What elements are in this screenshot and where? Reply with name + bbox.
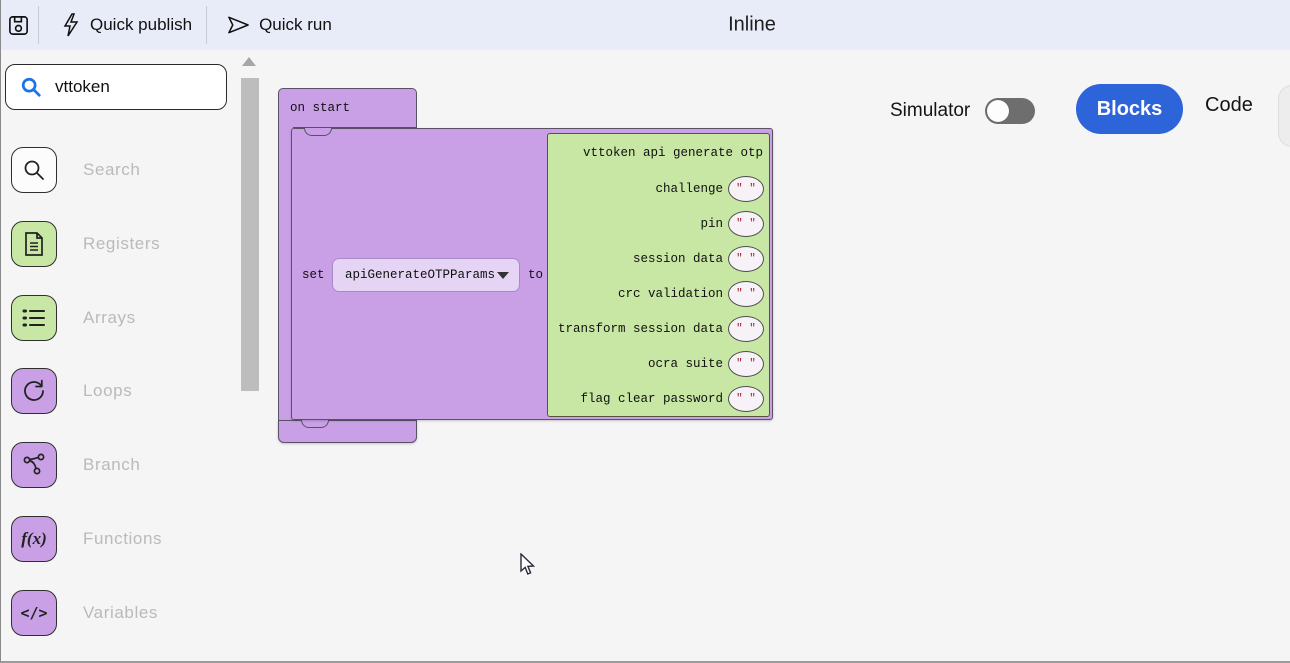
search-icon <box>20 76 42 98</box>
simulator-label: Simulator <box>890 100 971 121</box>
param-label: flag clear password <box>580 391 723 406</box>
page-title: Inline <box>728 13 776 36</box>
sidebar-item-search[interactable]: Search <box>11 147 231 193</box>
toggle-knob <box>987 100 1009 122</box>
set-variable-block[interactable]: set apiGenerateOTPParams to vttoken api … <box>291 128 773 420</box>
sidebar-item-arrays[interactable]: Arrays <box>11 295 231 341</box>
quick-publish-button[interactable]: Quick publish <box>39 5 206 45</box>
on-start-block[interactable]: on start <box>278 88 417 128</box>
sidebar-item-label: Branch <box>83 455 141 474</box>
code-view-button[interactable]: Code <box>1205 94 1253 116</box>
function-icon: f(x) <box>11 516 57 562</box>
vttoken-api-generate-otp-block[interactable]: vttoken api generate otp challenge " " p… <box>547 133 770 417</box>
chevron-down-icon <box>497 271 509 279</box>
sidebar-item-loops[interactable]: Loops <box>11 368 231 414</box>
blocks-view-button[interactable]: Blocks <box>1076 84 1183 134</box>
topbar-divider <box>206 6 208 44</box>
on-start-block-foot[interactable] <box>278 420 417 443</box>
to-label: to <box>528 268 544 282</box>
string-input[interactable]: " " <box>728 350 764 377</box>
sidebar-item-label: Arrays <box>83 308 136 327</box>
block-notch <box>301 420 329 428</box>
string-input[interactable]: " " <box>728 280 764 307</box>
param-label: crc validation <box>617 286 723 301</box>
scrollbar-thumb[interactable] <box>241 78 259 391</box>
param-label: ocra suite <box>647 356 723 371</box>
sidebar-item-label: Variables <box>83 603 159 622</box>
run-icon <box>227 15 250 35</box>
list-icon <box>11 295 57 341</box>
string-input[interactable]: " " <box>728 246 764 273</box>
api-block-title: vttoken api generate otp <box>582 145 763 160</box>
string-input[interactable]: " " <box>728 176 764 203</box>
sidebar-item-registers[interactable]: Registers <box>11 221 231 267</box>
param-row-flag-clear-password: flag clear password " " <box>548 381 769 416</box>
string-input[interactable]: " " <box>728 385 764 412</box>
scrollbar-up-arrow[interactable] <box>242 57 256 66</box>
param-row-pin: pin " " <box>548 207 769 242</box>
edge-partial-button[interactable] <box>1278 85 1290 147</box>
save-button[interactable] <box>1 5 38 45</box>
quick-run-button[interactable]: Quick run <box>207 5 346 45</box>
string-input[interactable]: " " <box>728 211 764 238</box>
param-row-crc-validation: crc validation " " <box>548 276 769 311</box>
string-input[interactable]: " " <box>728 315 764 342</box>
save-icon <box>7 14 30 37</box>
variable-dropdown[interactable]: apiGenerateOTPParams <box>332 258 520 292</box>
param-row-transform-session-data: transform session data " " <box>548 311 769 346</box>
param-label: transform session data <box>557 321 723 336</box>
on-start-label: on start <box>290 101 351 115</box>
sidebar-item-label: Registers <box>83 234 161 253</box>
sidebar-item-label: Functions <box>83 529 163 548</box>
toolbox-search-box[interactable] <box>5 64 227 110</box>
topbar: Quick publish Quick run Inline <box>1 0 1290 50</box>
param-label: session data <box>632 252 723 267</box>
set-label: set <box>302 268 325 282</box>
sidebar-item-functions[interactable]: f(x) Functions <box>11 516 231 562</box>
lightning-icon <box>61 13 81 37</box>
mouse-cursor <box>520 552 537 582</box>
search-input[interactable] <box>55 77 205 97</box>
quick-publish-label: Quick publish <box>90 15 193 34</box>
sidebar-item-variables[interactable]: </> Variables <box>11 590 231 636</box>
variable-dropdown-value: apiGenerateOTPParams <box>345 268 496 282</box>
on-start-block-spine[interactable] <box>278 126 293 422</box>
param-row-session-data: session data " " <box>548 242 769 277</box>
search-icon <box>11 147 57 193</box>
sidebar-item-label: Search <box>83 160 141 179</box>
loop-icon <box>11 368 57 414</box>
param-label: pin <box>700 217 723 232</box>
quick-run-label: Quick run <box>259 15 332 34</box>
sidebar-item-branch[interactable]: Branch <box>11 442 231 488</box>
param-row-ocra-suite: ocra suite " " <box>548 346 769 381</box>
branch-icon <box>11 442 57 488</box>
param-label: challenge <box>655 182 723 197</box>
topbar-divider <box>38 6 39 44</box>
document-icon <box>11 221 57 267</box>
simulator-toggle[interactable] <box>985 98 1035 124</box>
code-icon: </> <box>11 590 57 636</box>
param-row-challenge: challenge " " <box>548 172 769 207</box>
block-notch <box>304 128 332 136</box>
sidebar-item-label: Loops <box>83 381 133 400</box>
